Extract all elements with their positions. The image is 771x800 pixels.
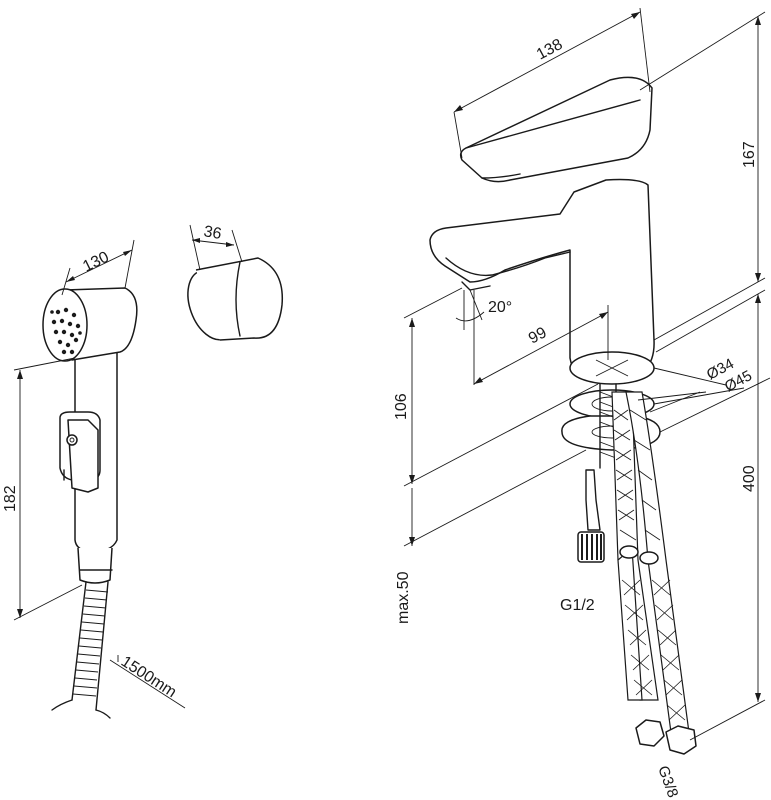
wall-holder-icon [187,257,284,341]
dim-spout-reach: 99 [526,324,550,347]
dimension-1500mm: 1500mm [109,653,186,709]
dim-spray-length: 130 [80,249,112,276]
dimension-angle: 20° [455,289,512,330]
dimension-167: 167 [639,11,766,341]
braided-hose-icon: G3/8 [611,391,697,800]
dim-mount-thickness: max.50 [395,571,412,624]
dim-spray-height: 182 [2,485,19,512]
dim-spout-length: 138 [534,36,566,64]
dimension-400: 400 [655,289,766,741]
dim-hose-length: 1500mm [118,653,179,701]
faucet-icon [429,76,655,385]
dim-spout-angle: 20° [488,299,512,316]
dimension-106: 106 [393,287,599,487]
dim-spout-clearance: 106 [393,393,410,420]
dimension-max50: max.50 [395,449,587,624]
connector-icon: G1/2 [560,469,605,614]
dimension-36: 36 [189,223,243,271]
dimension-130: 130 [61,239,135,296]
dim-connector-thread: G1/2 [560,597,595,614]
dim-holder-depth: 36 [202,223,223,243]
spray-face [42,288,88,362]
dimension-diameters: Ø34 Ø45 [637,355,771,433]
dim-hose-length-faucet: 400 [741,465,758,492]
dim-faucet-height: 167 [741,141,758,168]
dimension-99: 99 [473,290,609,385]
dimension-182: 182 [2,357,83,621]
shower-hose-icon [51,581,111,719]
shower-spray-icon [42,287,138,584]
dim-hose-thread: G3/8 [654,764,681,800]
